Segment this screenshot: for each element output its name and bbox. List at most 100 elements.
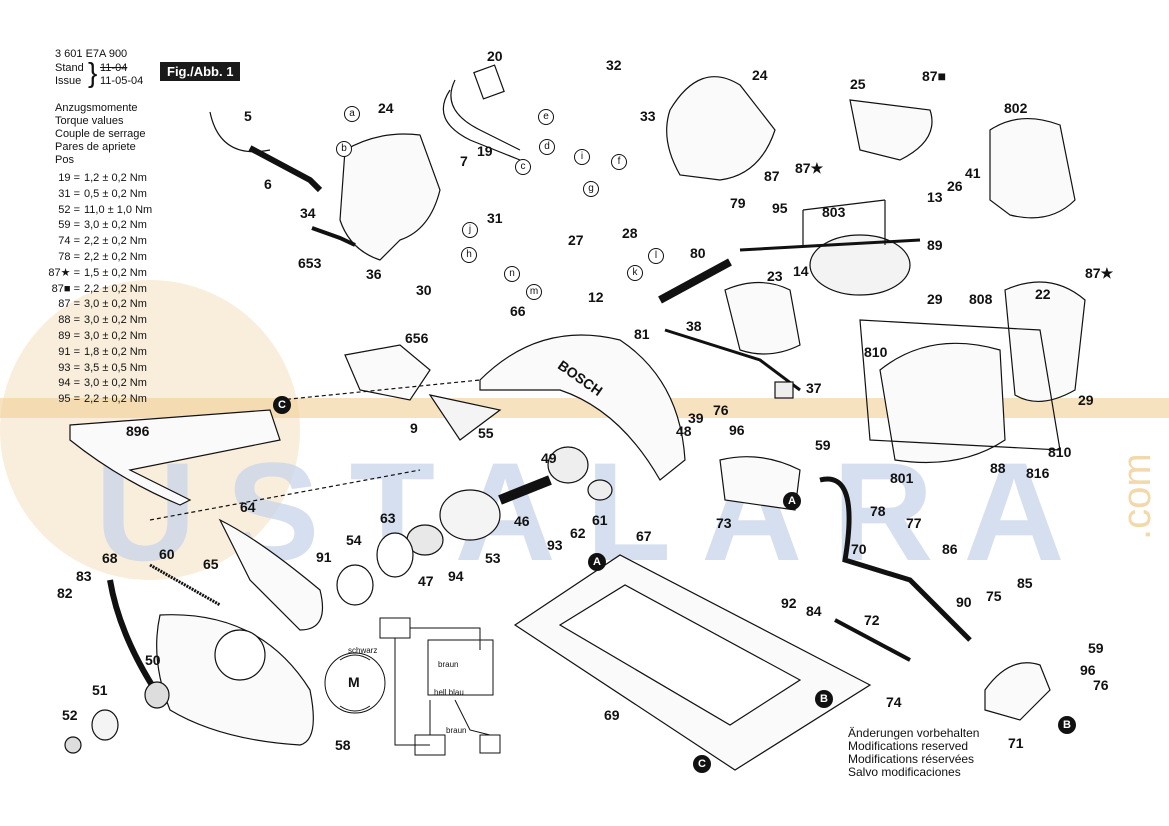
wire-label-schwarz: schwarz — [348, 646, 378, 655]
torque-row: 31 =0,5 ± 0,2 Nm — [46, 187, 147, 203]
part-label: 86 — [942, 541, 958, 557]
mods-de: Änderungen vorbehalten — [848, 726, 980, 740]
part-label: 896 — [126, 423, 150, 439]
part-label: 82 — [57, 585, 73, 601]
torque-value: 3,0 ± 0,2 Nm — [84, 377, 147, 390]
torque-value: 2,2 ± 0,2 Nm — [84, 393, 147, 406]
part-label: 80 — [690, 245, 706, 261]
reference-marker: C — [693, 755, 711, 773]
part-label: 816 — [1026, 465, 1050, 481]
torque-value: 2,2 ± 0,2 Nm — [84, 251, 147, 263]
torque-pos: 87 = — [58, 298, 80, 311]
part-label: 79 — [730, 195, 746, 211]
torque-pos: 74 = — [58, 235, 80, 248]
part-label: 50 — [145, 652, 161, 668]
part-label: 87 — [764, 168, 780, 184]
part-label: 60 — [159, 546, 175, 562]
torque-row: 93 =3,5 ± 0,5 Nm — [46, 361, 147, 377]
torque-value: 2,2 ± 0,2 Nm — [84, 235, 147, 248]
torque-value: 3,0 ± 0,2 Nm — [84, 219, 147, 232]
torque-row: 87■ =2,2 ± 0,2 Nm — [46, 282, 147, 298]
connector-letter: i — [574, 149, 590, 165]
part-label: 76 — [713, 402, 729, 418]
mods-es: Salvo modificaciones — [848, 765, 961, 779]
part-label: 84 — [806, 603, 822, 619]
part-label: 52 — [62, 707, 78, 723]
part-label: 41 — [965, 165, 981, 181]
torque-pos: 78 = — [58, 251, 80, 263]
part-label: 72 — [864, 612, 880, 628]
part-label: 12 — [588, 289, 604, 305]
torque-title-fr: Couple de serrage — [55, 128, 146, 140]
part-label: 37 — [806, 380, 822, 396]
torque-value: 1,8 ± 0,2 Nm — [84, 345, 147, 358]
part-label: 55 — [478, 425, 494, 441]
part-label: 26 — [947, 178, 963, 194]
connector-letter: d — [539, 139, 555, 155]
part-label: 28 — [622, 225, 638, 241]
torque-value: 1,5 ± 0,2 Nm — [84, 266, 147, 279]
part-label: 39 — [688, 410, 704, 426]
brace: } — [88, 57, 98, 88]
part-label: 64 — [240, 499, 256, 515]
part-label: 30 — [416, 282, 432, 298]
part-label: 54 — [346, 532, 362, 548]
part-label: 38 — [686, 318, 702, 334]
connector-letter: f — [611, 154, 627, 170]
watermark-suffix: .com — [1115, 453, 1159, 540]
part-label: 7 — [460, 153, 468, 169]
part-label: 83 — [76, 568, 92, 584]
part-label: 71 — [1008, 735, 1024, 751]
part-label: 25 — [850, 76, 866, 92]
part-label: 65 — [203, 556, 219, 572]
torque-row: 89 = 3,0 ± 0,2 Nm — [46, 329, 147, 345]
torque-row: 88 =3,0 ± 0,2 Nm — [46, 313, 147, 329]
torque-row: 19 =1,2 ± 0,2 Nm — [46, 171, 147, 187]
torque-row: 78 = 2,2 ± 0,2 Nm — [46, 250, 147, 266]
torque-value: 2,2 ± 0,2 Nm — [84, 282, 147, 295]
torque-row: 87 =3,0 ± 0,2 Nm — [46, 297, 147, 313]
part-label: 19 — [477, 143, 493, 159]
torque-row: 87★ =1,5 ± 0,2 Nm — [46, 266, 147, 282]
part-label: 31 — [487, 210, 503, 226]
part-label: 75 — [986, 588, 1002, 604]
torque-title-pos: Pos — [55, 154, 74, 166]
wire-label-braun-2: braun — [446, 726, 467, 735]
part-label: 802 — [1004, 100, 1028, 116]
part-label: 93 — [547, 537, 563, 553]
part-label: 87★ — [795, 160, 824, 176]
part-label: 49 — [541, 450, 557, 466]
connector-letter: a — [344, 106, 360, 122]
part-label: 63 — [380, 510, 396, 526]
part-label: 5 — [244, 108, 252, 124]
stand-value: 11-04 — [100, 62, 128, 74]
part-label: 29 — [927, 291, 943, 307]
reference-marker: A — [783, 492, 801, 510]
part-label: 14 — [793, 263, 809, 279]
torque-row: 59 = 3,0 ± 0,2 Nm — [46, 218, 147, 234]
torque-pos: 95 = — [58, 393, 80, 406]
torque-pos: 59 = — [58, 219, 80, 232]
connector-letter: h — [461, 247, 477, 263]
part-label: 85 — [1017, 575, 1033, 591]
part-label: 53 — [485, 550, 501, 566]
part-label: 656 — [405, 330, 429, 346]
issue-value: 11-05-04 — [100, 75, 144, 87]
part-label: 94 — [448, 568, 464, 584]
torque-pos: 89 = — [58, 330, 80, 342]
torque-value: 3,5 ± 0,5 Nm — [84, 361, 147, 374]
torque-row: 95 = 2,2 ± 0,2 Nm — [46, 392, 147, 408]
connector-letter: g — [583, 181, 599, 197]
torque-row: 74 = 2,2 ± 0,2 Nm — [46, 234, 147, 250]
connector-letter: l — [648, 248, 664, 264]
part-label: 69 — [604, 707, 620, 723]
part-label: 34 — [300, 205, 316, 221]
issue-label: Issue — [55, 75, 82, 87]
part-label: 48 — [676, 423, 692, 439]
part-label: 62 — [570, 525, 586, 541]
part-label: 51 — [92, 682, 108, 698]
torque-value: 3,0 ± 0,2 Nm — [84, 330, 147, 342]
part-label: 77 — [906, 515, 922, 531]
reference-marker: A — [588, 553, 606, 571]
